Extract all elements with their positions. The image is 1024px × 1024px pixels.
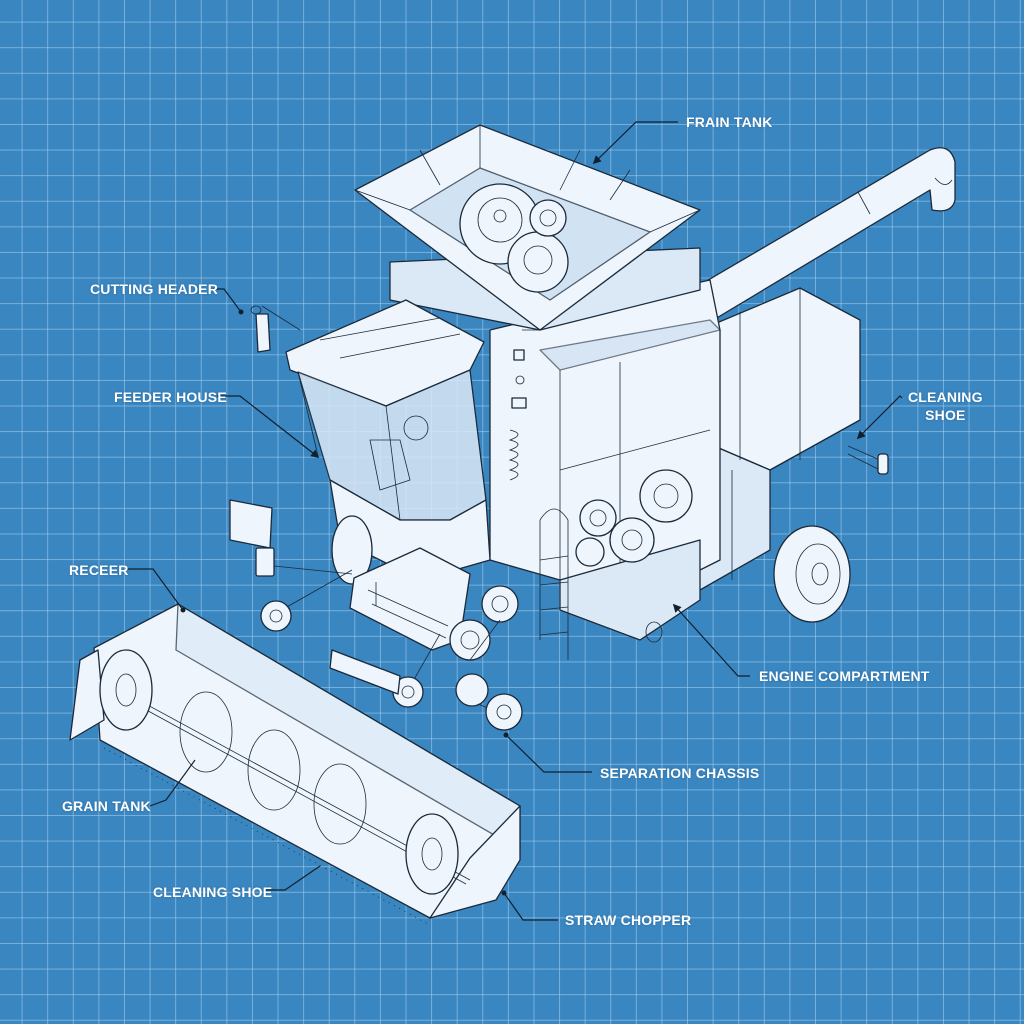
leader-dot-separation-chassis <box>503 732 509 738</box>
leader-straw-chopper <box>503 892 558 921</box>
label-cleaning-shoe-right-line1: CLEANING <box>908 389 983 405</box>
leader-feeder-house <box>217 395 320 459</box>
leader-dot-straw-chopper <box>501 890 507 896</box>
label-grain-tank: GRAIN TANK <box>62 798 151 814</box>
label-separation-chassis: SEPARATION CHASSIS <box>600 765 760 781</box>
leader-dot-receer <box>180 607 186 613</box>
leader-separation-chassis <box>505 734 592 773</box>
label-cutting-header: CUTTING HEADER <box>90 281 219 297</box>
label-cleaning-shoe-right: CLEANING SHOE <box>908 388 983 424</box>
leader-engine-compartment <box>672 603 750 677</box>
label-cleaning-shoe-bottom: CLEANING SHOE <box>153 884 273 900</box>
grain-tank-hopper <box>354 124 701 331</box>
leader-grain-tank <box>149 759 196 807</box>
operator-cab <box>285 299 491 581</box>
label-frain-tank: FRAIN TANK <box>686 114 773 130</box>
label-feeder-house: FEEDER HOUSE <box>114 389 227 405</box>
label-straw-chopper: STRAW CHOPPER <box>565 912 692 928</box>
label-receer: RECEER <box>69 562 129 578</box>
leader-cleaning-shoe-right <box>856 395 903 440</box>
leader-cleaning-shoe-bottom <box>264 865 321 891</box>
feeder-assembly <box>229 305 523 731</box>
cutting-header-reel <box>69 603 521 925</box>
ladder <box>539 508 569 660</box>
leader-cutting-header <box>213 288 242 313</box>
rear-wheel <box>773 525 851 623</box>
leader-receer <box>126 568 184 611</box>
label-cleaning-shoe-right-line2: SHOE <box>925 407 966 423</box>
leader-frain-tank <box>592 121 678 165</box>
leader-dot-cutting-header <box>238 309 244 315</box>
main-body <box>489 279 721 660</box>
spring <box>508 429 519 481</box>
drive-gears <box>575 469 693 567</box>
leader-lines <box>126 121 903 921</box>
label-engine-compartment: ENGINE COMPARTMENT <box>759 668 930 684</box>
